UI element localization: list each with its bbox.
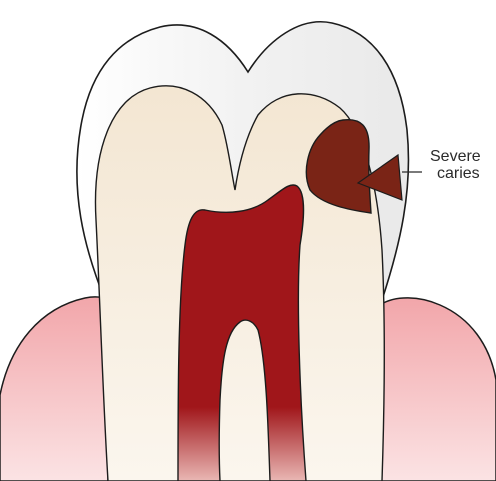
caries-label-line2: caries	[437, 165, 480, 182]
right-gum	[380, 298, 496, 481]
left-gum	[0, 297, 108, 481]
caries-label-line1: Severe	[430, 148, 481, 165]
